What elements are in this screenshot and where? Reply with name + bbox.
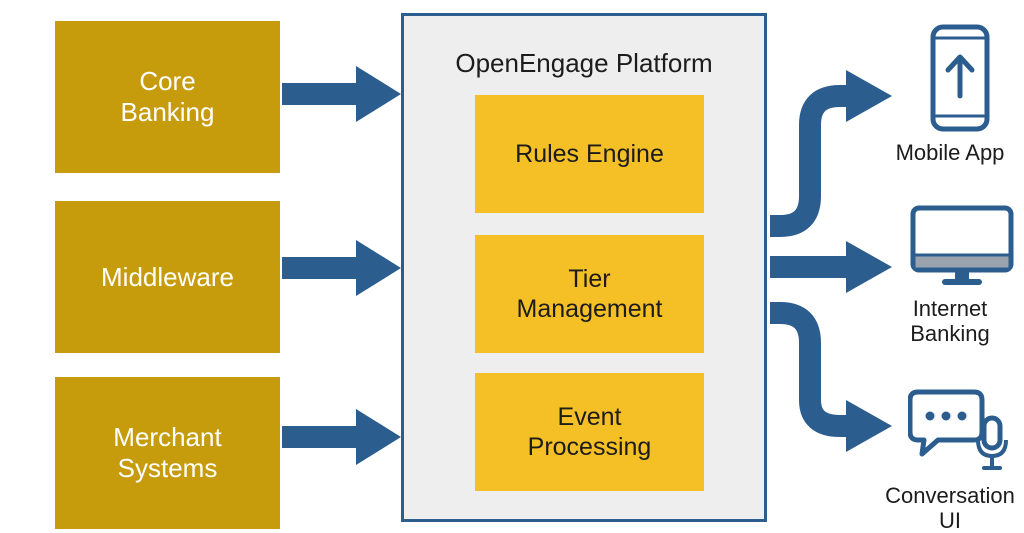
source-label: Middleware bbox=[101, 261, 234, 292]
module-label: Tier Management bbox=[516, 265, 663, 323]
input-arrow-middleware bbox=[282, 240, 401, 296]
channel-label-conversation-ui: Conversation UI bbox=[885, 483, 1015, 533]
desktop-monitor-icon bbox=[910, 205, 1014, 285]
module-event-processing: Event Processing bbox=[475, 373, 704, 491]
source-middleware: Middleware bbox=[55, 201, 280, 353]
channel-label-mobile-app: Mobile App bbox=[895, 140, 1005, 165]
module-label: Rules Engine bbox=[515, 140, 664, 168]
source-core-banking: Core Banking bbox=[55, 21, 280, 173]
output-arrow-internet-banking bbox=[770, 241, 892, 293]
input-arrow-core-banking bbox=[282, 66, 401, 122]
output-arrow-mobile-app bbox=[770, 70, 892, 237]
platform-title: OpenEngage Platform bbox=[455, 48, 713, 78]
module-tier-management: Tier Management bbox=[475, 235, 704, 353]
module-label: Event Processing bbox=[527, 403, 652, 461]
mobile-phone-icon bbox=[930, 24, 990, 132]
source-merchant-systems: Merchant Systems bbox=[55, 377, 280, 529]
output-arrow-conversation-ui bbox=[770, 302, 892, 452]
chat-microphone-icon bbox=[908, 389, 1008, 470]
source-label: Merchant Systems bbox=[113, 422, 222, 483]
input-arrow-merchant-systems bbox=[282, 409, 401, 465]
channel-label-internet-banking: Internet Banking bbox=[910, 296, 990, 346]
module-rules-engine: Rules Engine bbox=[475, 95, 704, 213]
platform-container: OpenEngage Platform Rules Engine Tier Ma… bbox=[401, 13, 767, 522]
source-label: Core Banking bbox=[120, 66, 215, 127]
